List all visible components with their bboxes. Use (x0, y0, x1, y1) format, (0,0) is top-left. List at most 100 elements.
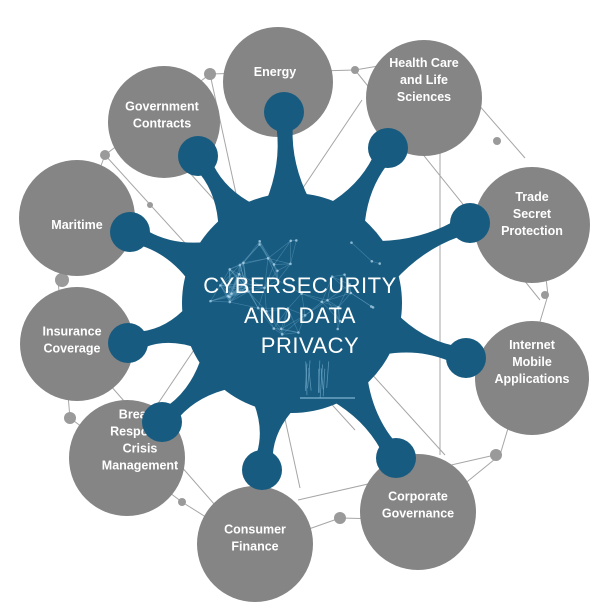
node-circle (19, 160, 135, 276)
texture-line (229, 264, 241, 270)
texture-line (281, 315, 306, 335)
texture-dot (266, 257, 270, 260)
texture-line (220, 282, 246, 286)
texture-line (281, 315, 306, 330)
node-label-line: Management (102, 459, 179, 473)
texture-line (229, 291, 249, 303)
tentacle-bulb (450, 203, 490, 243)
texture-dot (279, 327, 283, 331)
texture-line (304, 300, 328, 316)
texture-line (298, 315, 306, 333)
texture-line (229, 282, 246, 298)
node-label-line: Applications (494, 372, 569, 386)
texture-line (337, 321, 341, 330)
texture-line (277, 270, 279, 281)
texture-dot (289, 239, 293, 243)
texture-line (210, 295, 229, 302)
tentacle-arm (252, 399, 296, 456)
tentacle-bulb (110, 212, 150, 252)
texture-dot (348, 283, 351, 286)
texture-line (301, 293, 306, 316)
texture-line (344, 274, 352, 294)
texture-dot (350, 241, 353, 244)
texture-line (332, 276, 350, 285)
texture-dot (286, 307, 290, 310)
hub-title-line-3: PRIVACY (261, 333, 359, 358)
texture-line (231, 274, 240, 294)
texture-dot (337, 305, 340, 309)
texture-line (331, 276, 352, 294)
texture-line (229, 287, 247, 303)
node-circle (475, 321, 589, 435)
texture-line (321, 301, 339, 308)
texture-dot (228, 295, 231, 299)
texture-line (264, 270, 278, 289)
texture-line (264, 279, 279, 289)
texture-line (267, 257, 291, 265)
texture-line (337, 307, 339, 330)
node-label-line: Coverage (44, 342, 101, 356)
texture-line (266, 311, 283, 335)
network-texture (209, 239, 382, 399)
texture-dot (297, 331, 300, 334)
texture-line (227, 269, 231, 297)
texture-dot (370, 259, 374, 263)
texture-line (229, 287, 247, 298)
texture-dot (263, 286, 266, 290)
texture-line (258, 307, 267, 312)
texture-line (338, 307, 341, 322)
texture-line (238, 264, 241, 275)
node-label-line: Crisis (123, 442, 158, 456)
texture-dot (349, 291, 353, 295)
texture-line (274, 263, 291, 265)
hub-title-line-2: AND DATA (244, 303, 356, 328)
texture-line (327, 292, 352, 301)
texture-line (327, 300, 339, 308)
texture-line (301, 293, 322, 303)
texture-dot (326, 299, 329, 302)
node-label-line: and Life (400, 73, 448, 87)
connector-dot (100, 150, 110, 160)
texture-line (245, 282, 265, 289)
texture-line (287, 308, 299, 333)
texture-dot (244, 281, 247, 285)
texture-line (344, 274, 350, 285)
texture-line (231, 282, 246, 294)
texture-dot (265, 309, 268, 313)
texture-line (229, 262, 244, 270)
texture-line (248, 287, 265, 292)
tentacle-arm (382, 312, 454, 361)
texture-line (273, 264, 279, 281)
node-circle (474, 167, 590, 283)
texture-streak (320, 368, 324, 390)
texture-dot (276, 269, 279, 273)
texture-line (227, 291, 249, 297)
tentacle-bulb (178, 136, 218, 176)
texture-line (301, 293, 328, 301)
node-circle (360, 454, 476, 570)
texture-line (231, 291, 249, 295)
texture-line (282, 332, 299, 335)
texture-line (229, 283, 246, 303)
texture-dot (238, 263, 242, 267)
node-label-line: Consumer (224, 523, 286, 537)
texture-dot (247, 290, 250, 293)
texture-line (266, 308, 288, 312)
hub-title-line-1: CYBERSECURITY (203, 273, 397, 298)
texture-line (259, 244, 275, 265)
texture-dot (209, 299, 212, 303)
texture-line (248, 291, 267, 312)
connector-dot (147, 202, 153, 208)
texture-line (280, 308, 289, 329)
connector-dot (493, 137, 501, 145)
texture-line (277, 263, 291, 272)
texture-line (229, 269, 232, 294)
node-circle (366, 40, 482, 156)
texture-line (338, 284, 350, 308)
texture-line (264, 258, 269, 288)
texture-line (245, 287, 259, 309)
